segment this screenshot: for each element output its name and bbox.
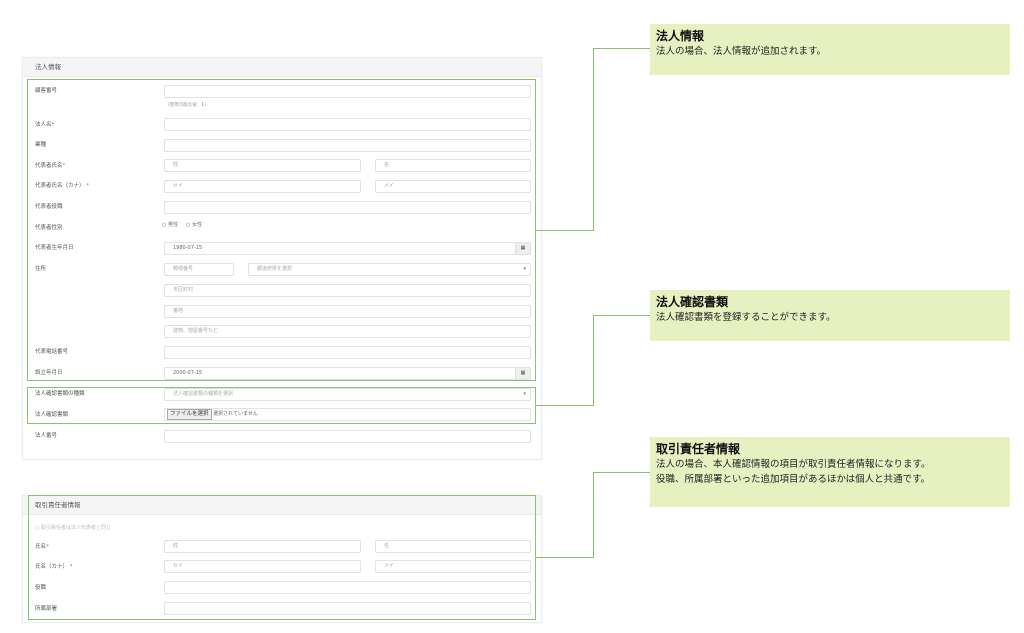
- callout-corporate-info: 法人情報 法人の場合、法人情報が追加されます。: [650, 24, 1010, 75]
- callout-text: 役職、所属部署といった追加項目があるほかは個人と共通です。: [656, 474, 931, 485]
- gender-male-radio[interactable]: ○ 男性: [162, 222, 178, 228]
- phone-label: 代表電話番号: [35, 349, 69, 355]
- highlight-corporate-docs: [27, 387, 536, 424]
- panel-title: 取引責任者情報: [23, 496, 541, 515]
- rep-title-label: 代表者役職: [35, 204, 63, 210]
- manager-kana-label: 氏名（カナ） *: [35, 564, 73, 570]
- corp-name-input[interactable]: [164, 118, 531, 131]
- calendar-icon[interactable]: ▦: [515, 243, 530, 254]
- rep-first-kana-input[interactable]: メイ: [375, 180, 531, 193]
- callout-text: 法人の場合、本人確認情報の項目が取引責任者情報になります。: [656, 459, 931, 470]
- same-as-rep-checkbox[interactable]: ○ 取引責任者は法人代表者と同じ: [35, 525, 111, 531]
- industry-label: 業種: [35, 142, 47, 148]
- callout-title: 取引責任者情報: [656, 442, 741, 456]
- phone-input[interactable]: [164, 346, 531, 359]
- connector-line: [536, 230, 594, 231]
- connector-line: [593, 48, 650, 49]
- zip-input[interactable]: 郵便番号: [164, 263, 234, 276]
- callout-manager-info: 取引責任者情報 法人の場合、本人確認情報の項目が取引責任者情報になります。 役職…: [650, 437, 1010, 507]
- connector-line: [593, 48, 594, 231]
- callout-text: 法人の場合、法人情報が追加されます。: [656, 46, 827, 57]
- rep-title-input[interactable]: [164, 201, 531, 214]
- corp-no-label: 法人番号: [35, 433, 58, 439]
- position-input[interactable]: [164, 581, 531, 594]
- manager-info-panel: 取引責任者情報: [22, 495, 542, 623]
- building-input[interactable]: 建物、部屋番号など: [164, 325, 531, 338]
- rep-last-name-input[interactable]: 姓: [164, 159, 361, 172]
- position-label: 役職: [35, 585, 47, 591]
- department-input[interactable]: [164, 602, 531, 615]
- chevron-down-icon: ▾: [523, 266, 526, 272]
- manager-last-kana-input[interactable]: セイ: [164, 560, 361, 573]
- rep-birth-label: 代表者生年月日: [35, 245, 74, 251]
- connector-line: [536, 557, 594, 558]
- customer-no-label: 顧客番号: [35, 88, 58, 94]
- doc-type-label: 法人確認書類の種類: [35, 391, 85, 397]
- callout-text: 法人確認書類を登録することができます。: [656, 312, 836, 323]
- doc-file-input[interactable]: ファイルを選択 選択されていません: [164, 408, 531, 421]
- city-input[interactable]: 市区町村: [164, 284, 531, 297]
- rep-gender-label: 代表者性別: [35, 225, 63, 231]
- connector-line: [593, 315, 594, 406]
- rep-first-name-input[interactable]: 名: [375, 159, 531, 172]
- founded-label: 設立年月日: [35, 370, 63, 376]
- callout-corporate-docs: 法人確認書類 法人確認書類を登録することができます。: [650, 290, 1010, 341]
- manager-first-kana-input[interactable]: メイ: [375, 560, 531, 573]
- industry-input[interactable]: [164, 139, 531, 152]
- address-label: 住所: [35, 266, 47, 272]
- corp-no-input[interactable]: [164, 430, 531, 443]
- customer-no-hint: (使用可能な値：1): [168, 103, 206, 108]
- connector-line: [593, 315, 650, 316]
- gender-female-radio[interactable]: ○ 女性: [186, 222, 202, 228]
- callout-title: 法人確認書類: [656, 295, 729, 309]
- chevron-down-icon: ▾: [523, 391, 526, 397]
- rep-name-label: 代表者氏名*: [35, 163, 66, 169]
- connector-line: [536, 405, 594, 406]
- callout-title: 法人情報: [656, 29, 705, 43]
- manager-last-name-input[interactable]: 姓: [164, 540, 361, 553]
- rep-last-kana-input[interactable]: セイ: [164, 180, 361, 193]
- manager-name-label: 氏名*: [35, 544, 49, 550]
- rep-birth-input[interactable]: 1980-07-15▦: [164, 242, 531, 255]
- doc-type-select[interactable]: 法人確認書類の種類を選択▾: [164, 388, 531, 401]
- founded-input[interactable]: 2000-07-15▦: [164, 367, 531, 380]
- connector-line: [593, 472, 650, 473]
- customer-no-input[interactable]: [164, 85, 531, 98]
- rep-kana-label: 代表者氏名（カナ） *: [35, 183, 90, 189]
- connector-line: [593, 472, 594, 558]
- doc-file-label: 法人確認書類: [35, 412, 69, 418]
- prefecture-select[interactable]: 都道府県を選択▾: [248, 263, 531, 276]
- choose-file-button[interactable]: ファイルを選択: [167, 409, 212, 420]
- file-status: 選択されていません: [213, 411, 258, 417]
- department-label: 所属部署: [35, 606, 58, 612]
- corp-name-label: 法人名*: [35, 122, 55, 128]
- street-input[interactable]: 番地: [164, 305, 531, 318]
- calendar-icon[interactable]: ▦: [515, 368, 530, 379]
- manager-first-name-input[interactable]: 名: [375, 540, 531, 553]
- highlight-corporate-info: [27, 79, 536, 381]
- panel-title: 法人情報: [23, 58, 541, 77]
- highlight-manager-info: [28, 495, 536, 620]
